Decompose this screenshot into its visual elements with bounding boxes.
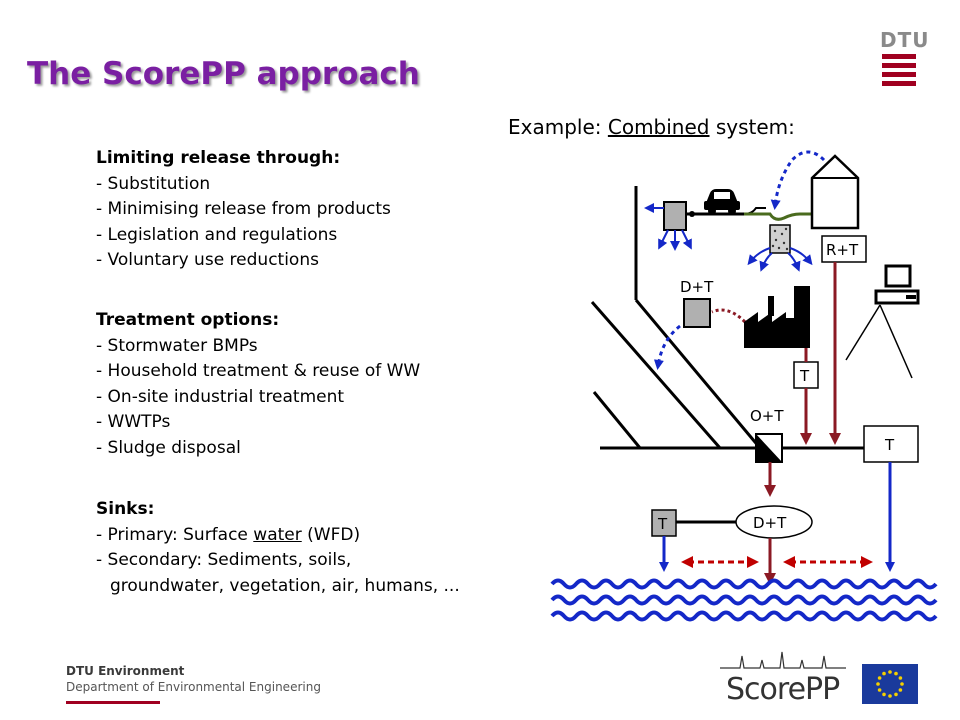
car-icon: [704, 189, 740, 215]
sinks-primary-underlined: water: [253, 524, 302, 545]
eu-star: [877, 688, 882, 692]
sinks-primary-prefix: - Primary: Surface: [96, 524, 254, 545]
eu-star: [894, 692, 898, 697]
treatment-options-block: Treatment options: - Stormwater BMPs - H…: [96, 308, 420, 461]
treatment-item: - WWTPs: [96, 412, 171, 432]
eu-star: [888, 694, 892, 698]
sewer-diagonal-lower: [592, 391, 642, 449]
factory-to-box-dashed-line: [711, 308, 747, 324]
sewer-diagonal-upper: [634, 299, 762, 449]
dtu-logo-text: DTU: [880, 28, 930, 52]
example-suffix: system:: [709, 115, 795, 139]
sludge-container-icon: [747, 224, 813, 272]
computer-emission-lines: [845, 304, 913, 379]
sediment-label: D+T: [753, 514, 787, 532]
outfall-treatment-label: T: [884, 436, 895, 454]
eu-star: [900, 682, 904, 686]
sinks-secondary-1: - Secondary: Sediments, soils,: [96, 550, 352, 570]
green-swale: [744, 212, 812, 221]
limiting-release-block: Limiting release through: - Substitution…: [96, 146, 391, 274]
scorepp-logo: ScorePP: [726, 672, 840, 707]
sewer-network: [590, 186, 864, 524]
dtu-logo: DTU: [880, 28, 929, 52]
storm-treatment-label: T: [657, 515, 668, 533]
eu-star: [894, 671, 898, 676]
eu-star: [898, 676, 903, 680]
factory-box-runoff-arrow: [653, 324, 681, 370]
example-prefix: Example:: [508, 115, 608, 139]
example-caption: Example: Combined system:: [508, 115, 795, 139]
treatment-item: - Sludge disposal: [96, 437, 241, 458]
footer-accent-line: [66, 701, 160, 704]
treatment-item: - On-site industrial treatment: [96, 386, 345, 407]
sinks-primary-suffix: (WFD): [301, 524, 361, 545]
limiting-item: - Substitution: [96, 173, 211, 194]
footer-dept: Department of Environmental Engineering: [66, 680, 321, 694]
road-leak-arrows: [644, 203, 692, 251]
factory-diffuse-box: [683, 298, 711, 328]
eu-star: [888, 670, 892, 674]
industrial-treatment-label: T: [799, 367, 810, 385]
treatment-item: - Household treatment & reuse of WW: [96, 361, 421, 381]
house-treatment-box: [821, 235, 867, 263]
limiting-item: - Voluntary use reductions: [96, 250, 319, 270]
surface-water-waves: [550, 578, 938, 622]
example-underlined: Combined: [607, 115, 710, 139]
factory-icon: [744, 286, 810, 348]
plant-label: O+T: [750, 407, 784, 425]
limiting-heading: Limiting release through:: [96, 148, 341, 168]
sewer-diagonal-middle: [590, 301, 722, 449]
house-icon: [810, 154, 860, 230]
slide-title: The ScorePP approach: [27, 56, 420, 92]
house-to-road-dashed-arrow: [770, 150, 826, 210]
footer-org: DTU Environment: [66, 664, 185, 678]
outfall-treatment-box: [863, 425, 919, 463]
limiting-item: - Legislation and regulations: [96, 224, 338, 245]
computer-icon: [874, 264, 920, 305]
eu-star: [877, 676, 882, 680]
sediment-ellipse: [735, 505, 813, 539]
overflow-structure-icon: [755, 433, 783, 463]
sinks-primary: - Primary: Surface water (WFD): [96, 523, 460, 549]
factory-diffuse-label: D+T: [680, 278, 714, 296]
eu-flag-icon: [862, 664, 918, 704]
treatment-heading: Treatment options:: [96, 310, 280, 330]
sinks-heading: Sinks:: [96, 499, 155, 519]
road-treatment-box: [663, 201, 687, 231]
limiting-item: - Minimising release from products: [96, 199, 391, 219]
house-treatment-label: R+T: [826, 241, 859, 259]
eu-star: [882, 671, 886, 676]
road-section: [686, 189, 812, 221]
sinks-block: Sinks: - Primary: Surface water (WFD) - …: [96, 497, 460, 599]
eu-star: [876, 682, 880, 686]
eu-star: [882, 692, 886, 697]
scorepp-logo-skyline: [720, 651, 846, 669]
treatment-item: - Stormwater BMPs: [96, 335, 258, 356]
eu-star: [898, 688, 903, 692]
sinks-secondary-2: groundwater, vegetation, air, humans, ..…: [110, 575, 460, 596]
